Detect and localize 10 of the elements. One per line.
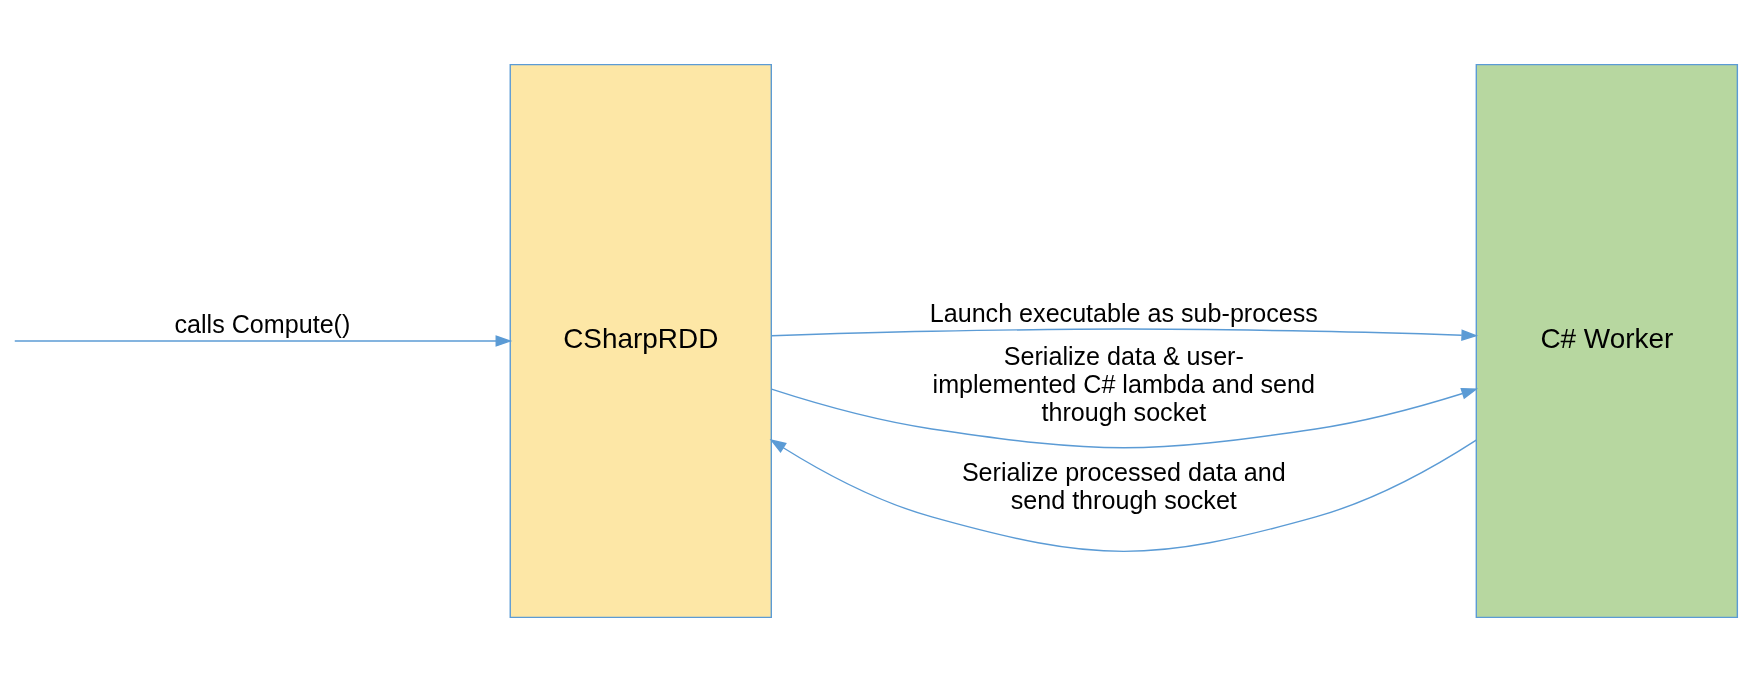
arrow (770, 387, 1479, 448)
edge-label: Serialize data & user-implemented C# lambda and send through socket (932, 341, 1316, 426)
node-box: C# Worker (1475, 63, 1739, 618)
edge-label: Launch executable as sub-process (929, 298, 1318, 327)
node-box: CSharpRDD (509, 63, 772, 618)
edge-label: calls Compute() (174, 309, 351, 338)
arrow (14, 334, 513, 347)
arrow (769, 438, 1477, 552)
arrow (770, 327, 1479, 341)
edge-label: Serialize processed data and send through socket (961, 457, 1286, 514)
